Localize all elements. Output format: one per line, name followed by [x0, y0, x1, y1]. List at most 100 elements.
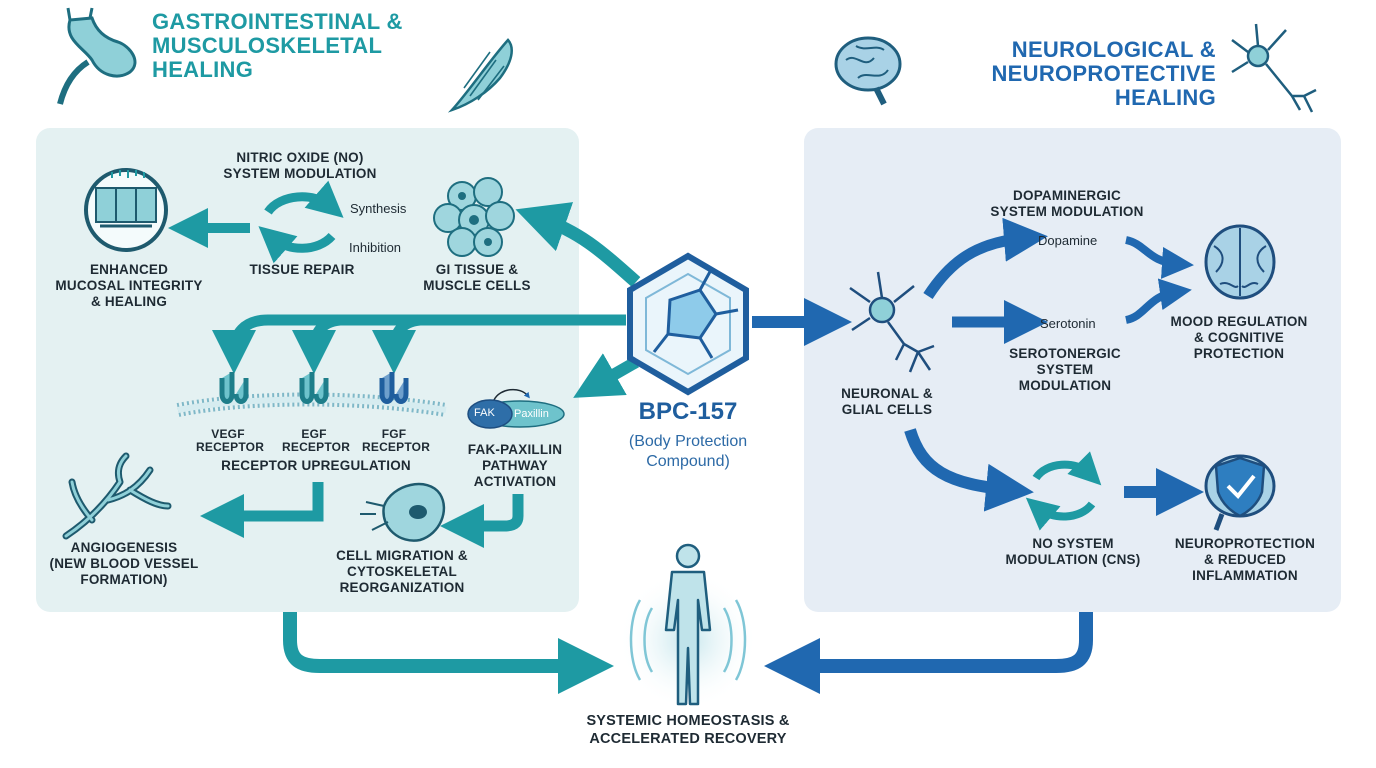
dopaminergic-modulation-label: DOPAMINERGIC SYSTEM MODULATION	[972, 188, 1162, 220]
synthesis-label: Synthesis	[350, 201, 407, 216]
systemic-homeostasis-label: SYSTEMIC HOMEOSTASIS & ACCELERATED RECOV…	[548, 712, 828, 748]
subtitle-line2: Compound)	[646, 453, 730, 470]
egf-line2: RECEPTOR	[282, 440, 351, 454]
bpc-157-name: BPC-157	[638, 398, 738, 425]
mucosal-line2: MUCOSAL INTEGRITY	[55, 278, 203, 293]
vegf-line2: RECEPTOR	[196, 440, 265, 454]
tissue-repair-label: TISSUE REPAIR	[249, 262, 355, 277]
arrow-dopamine-to-mood	[1124, 236, 1194, 279]
left-section-title: GASTROINTESTINAL & MUSCULOSKELETAL HEALI…	[152, 10, 403, 82]
paxillin-label: Paxillin	[514, 408, 549, 420]
left-title-line1: GASTROINTESTINAL &	[152, 9, 403, 34]
mucosal-integrity-label: ENHANCED MUCOSAL INTEGRITY & HEALING	[40, 262, 218, 310]
blood-vessel-icon	[62, 452, 172, 540]
migration-line2: CYTOSKELETAL	[347, 564, 457, 579]
brain-icon-mood	[1204, 224, 1276, 300]
fgf-receptor-label: FGF RECEPTOR	[362, 428, 431, 454]
no-title-line1: NITRIC OXIDE (NO)	[236, 150, 364, 165]
fak-label: FAK	[474, 407, 495, 419]
cycle-arrows-cns-icon	[1025, 451, 1102, 531]
arrow-to-cell-migration	[440, 494, 524, 548]
cell-cluster-icon	[433, 177, 515, 257]
neuro-line1: NEUROPROTECTION	[1174, 536, 1316, 551]
mood-regulation-label: MOOD REGULATION & COGNITIVE PROTECTION	[1164, 314, 1314, 362]
mucosal-line1: ENHANCED	[89, 262, 169, 277]
neuronal-line2: GLIAL CELLS	[841, 402, 933, 417]
mood-line2: & COGNITIVE	[1194, 330, 1284, 345]
stomach-icon	[57, 7, 137, 105]
egf-receptor-label: EGF RECEPTOR	[282, 427, 351, 454]
sero-line3: MODULATION	[1018, 378, 1112, 393]
serotonin-label: Serotonin	[1040, 316, 1096, 331]
right-title-line2: NEUROPROTECTIVE	[991, 61, 1216, 86]
mucosa-cells-icon	[84, 168, 168, 252]
mood-line3: PROTECTION	[1193, 346, 1285, 361]
left-title-line3: HEALING	[152, 57, 254, 82]
egf-line1: EGF	[301, 427, 327, 441]
dopa-line1: DOPAMINERGIC	[1013, 188, 1121, 203]
sero-line2: SYSTEM	[1036, 362, 1094, 377]
vegf-receptor-label: VEGF RECEPTOR	[196, 427, 265, 454]
angio-line1: ANGIOGENESIS	[70, 540, 178, 555]
migrating-cell-icon	[360, 482, 446, 542]
receptor-membrane-icon	[176, 372, 448, 417]
inhibition-label: Inhibition	[349, 240, 402, 255]
neuroprotection-label: NEUROPROTECTION & REDUCED INFLAMMATION	[1160, 536, 1330, 584]
neuronal-line1: NEURONAL &	[841, 386, 933, 401]
angio-line3: FORMATION)	[80, 572, 168, 587]
fak-paxillin-icon	[467, 388, 565, 429]
mucosal-line3: & HEALING	[90, 294, 168, 309]
arrow-bpc-to-gi-cells	[515, 202, 641, 287]
dopa-line2: SYSTEM MODULATION	[990, 204, 1144, 219]
homeostasis-line2: ACCELERATED RECOVERY	[589, 731, 787, 747]
angio-line2: (NEW BLOOD VESSEL	[49, 556, 199, 571]
arrow-right-to-homeostasis	[764, 612, 1093, 694]
homeostasis-line1: SYSTEMIC HOMEOSTASIS &	[586, 713, 790, 729]
right-title-line3: HEALING	[1114, 85, 1216, 110]
arrow-to-egf	[292, 314, 341, 374]
bpc-157-subtitle: (Body Protection Compound)	[598, 432, 778, 472]
sero-line1: SEROTONERGIC	[1009, 346, 1121, 361]
neuro-line3: INFLAMMATION	[1192, 568, 1298, 583]
arrow-bpc-to-fak	[573, 353, 639, 398]
brain-check-shield-icon	[1204, 454, 1276, 531]
neuronal-glial-cells-label: NEURONAL & GLIAL CELLS	[832, 386, 942, 418]
vegf-line1: VEGF	[211, 427, 245, 441]
neurological-panel	[804, 128, 1341, 612]
no-system-cns-label: NO SYSTEM MODULATION (CNS)	[988, 536, 1158, 568]
serotonergic-modulation-label: SEROTONERGIC SYSTEM MODULATION	[1000, 346, 1130, 394]
fak-line2: PATHWAY	[482, 458, 548, 473]
gi-cells-line2: MUSCLE CELLS	[423, 278, 531, 293]
cycle-arrows-icon	[258, 180, 344, 264]
arrow-to-fgf	[372, 314, 421, 374]
gi-tissue-muscle-cells-label: GI TISSUE & MUSCLE CELLS	[412, 262, 542, 294]
no-cns-line2: MODULATION (CNS)	[1005, 552, 1141, 567]
neuronal-cell-icon	[849, 271, 935, 373]
arrow-to-no-cns	[904, 428, 1034, 512]
arrow-left-to-homeostasis	[283, 612, 614, 694]
left-title-line2: MUSCULOSKELETAL	[152, 33, 383, 58]
arrow-to-angiogenesis	[200, 482, 324, 538]
arrow-serotonin-to-mood	[1124, 278, 1192, 324]
right-section-title: NEUROLOGICAL & NEUROPROTECTIVE HEALING	[920, 38, 1216, 110]
migration-line1: CELL MIGRATION &	[336, 548, 468, 563]
fak-line1: FAK-PAXILLIN	[467, 442, 563, 457]
fak-line3: ACTIVATION	[473, 474, 557, 489]
gi-cells-line1: GI TISSUE &	[435, 262, 519, 277]
mood-line1: MOOD REGULATION	[1170, 314, 1308, 329]
migration-line3: REORGANIZATION	[339, 580, 465, 595]
no-cns-line1: NO SYSTEM	[1032, 536, 1114, 551]
right-title-line1: NEUROLOGICAL &	[1011, 37, 1216, 62]
dopamine-label: Dopamine	[1038, 233, 1098, 248]
brain-icon	[834, 36, 902, 106]
fgf-line2: RECEPTOR	[362, 440, 431, 454]
neuron-icon	[1231, 23, 1317, 113]
hexagon-molecule-icon	[627, 252, 749, 396]
no-system-modulation-label: NITRIC OXIDE (NO) SYSTEM MODULATION	[210, 150, 390, 182]
angiogenesis-label: ANGIOGENESIS (NEW BLOOD VESSEL FORMATION…	[40, 540, 208, 588]
arrow-bpc-to-vegf	[212, 314, 626, 374]
muscle-icon	[447, 38, 513, 113]
receptor-upregulation-label: RECEPTOR UPREGULATION	[221, 458, 411, 473]
cell-migration-label: CELL MIGRATION & CYTOSKELETAL REORGANIZA…	[322, 548, 482, 596]
